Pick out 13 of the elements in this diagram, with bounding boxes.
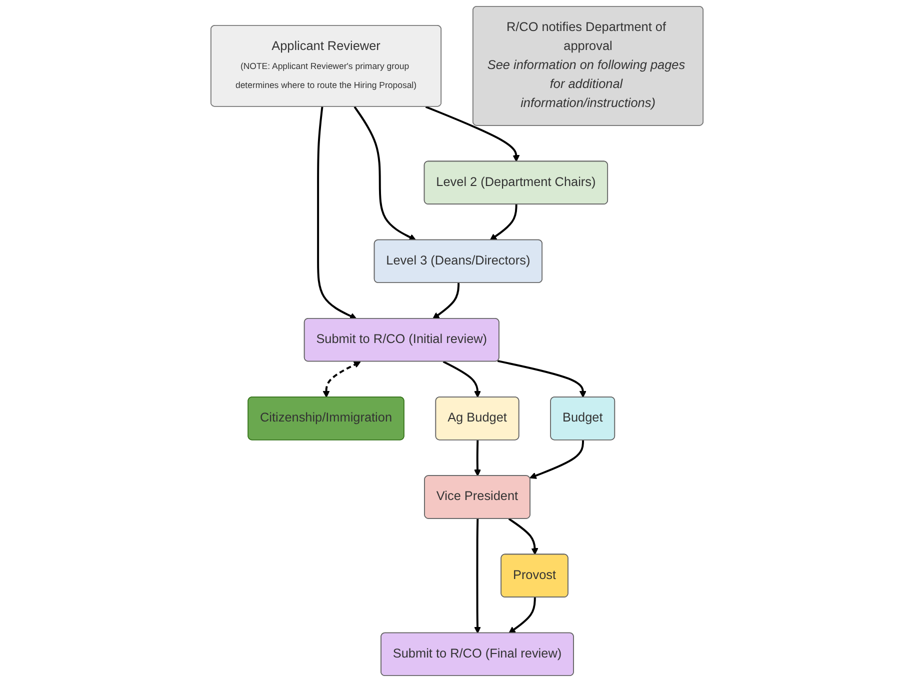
arrow <box>529 440 584 479</box>
arrow <box>496 360 586 398</box>
arrow <box>424 106 520 162</box>
arrow <box>316 106 356 320</box>
arrow <box>489 204 517 240</box>
arrow <box>474 440 480 476</box>
arrow <box>432 283 460 320</box>
arrow <box>508 518 538 555</box>
arrow <box>322 361 360 398</box>
arrow <box>508 597 536 634</box>
arrow <box>474 518 480 634</box>
arrow <box>353 106 416 240</box>
arrow <box>442 360 480 398</box>
